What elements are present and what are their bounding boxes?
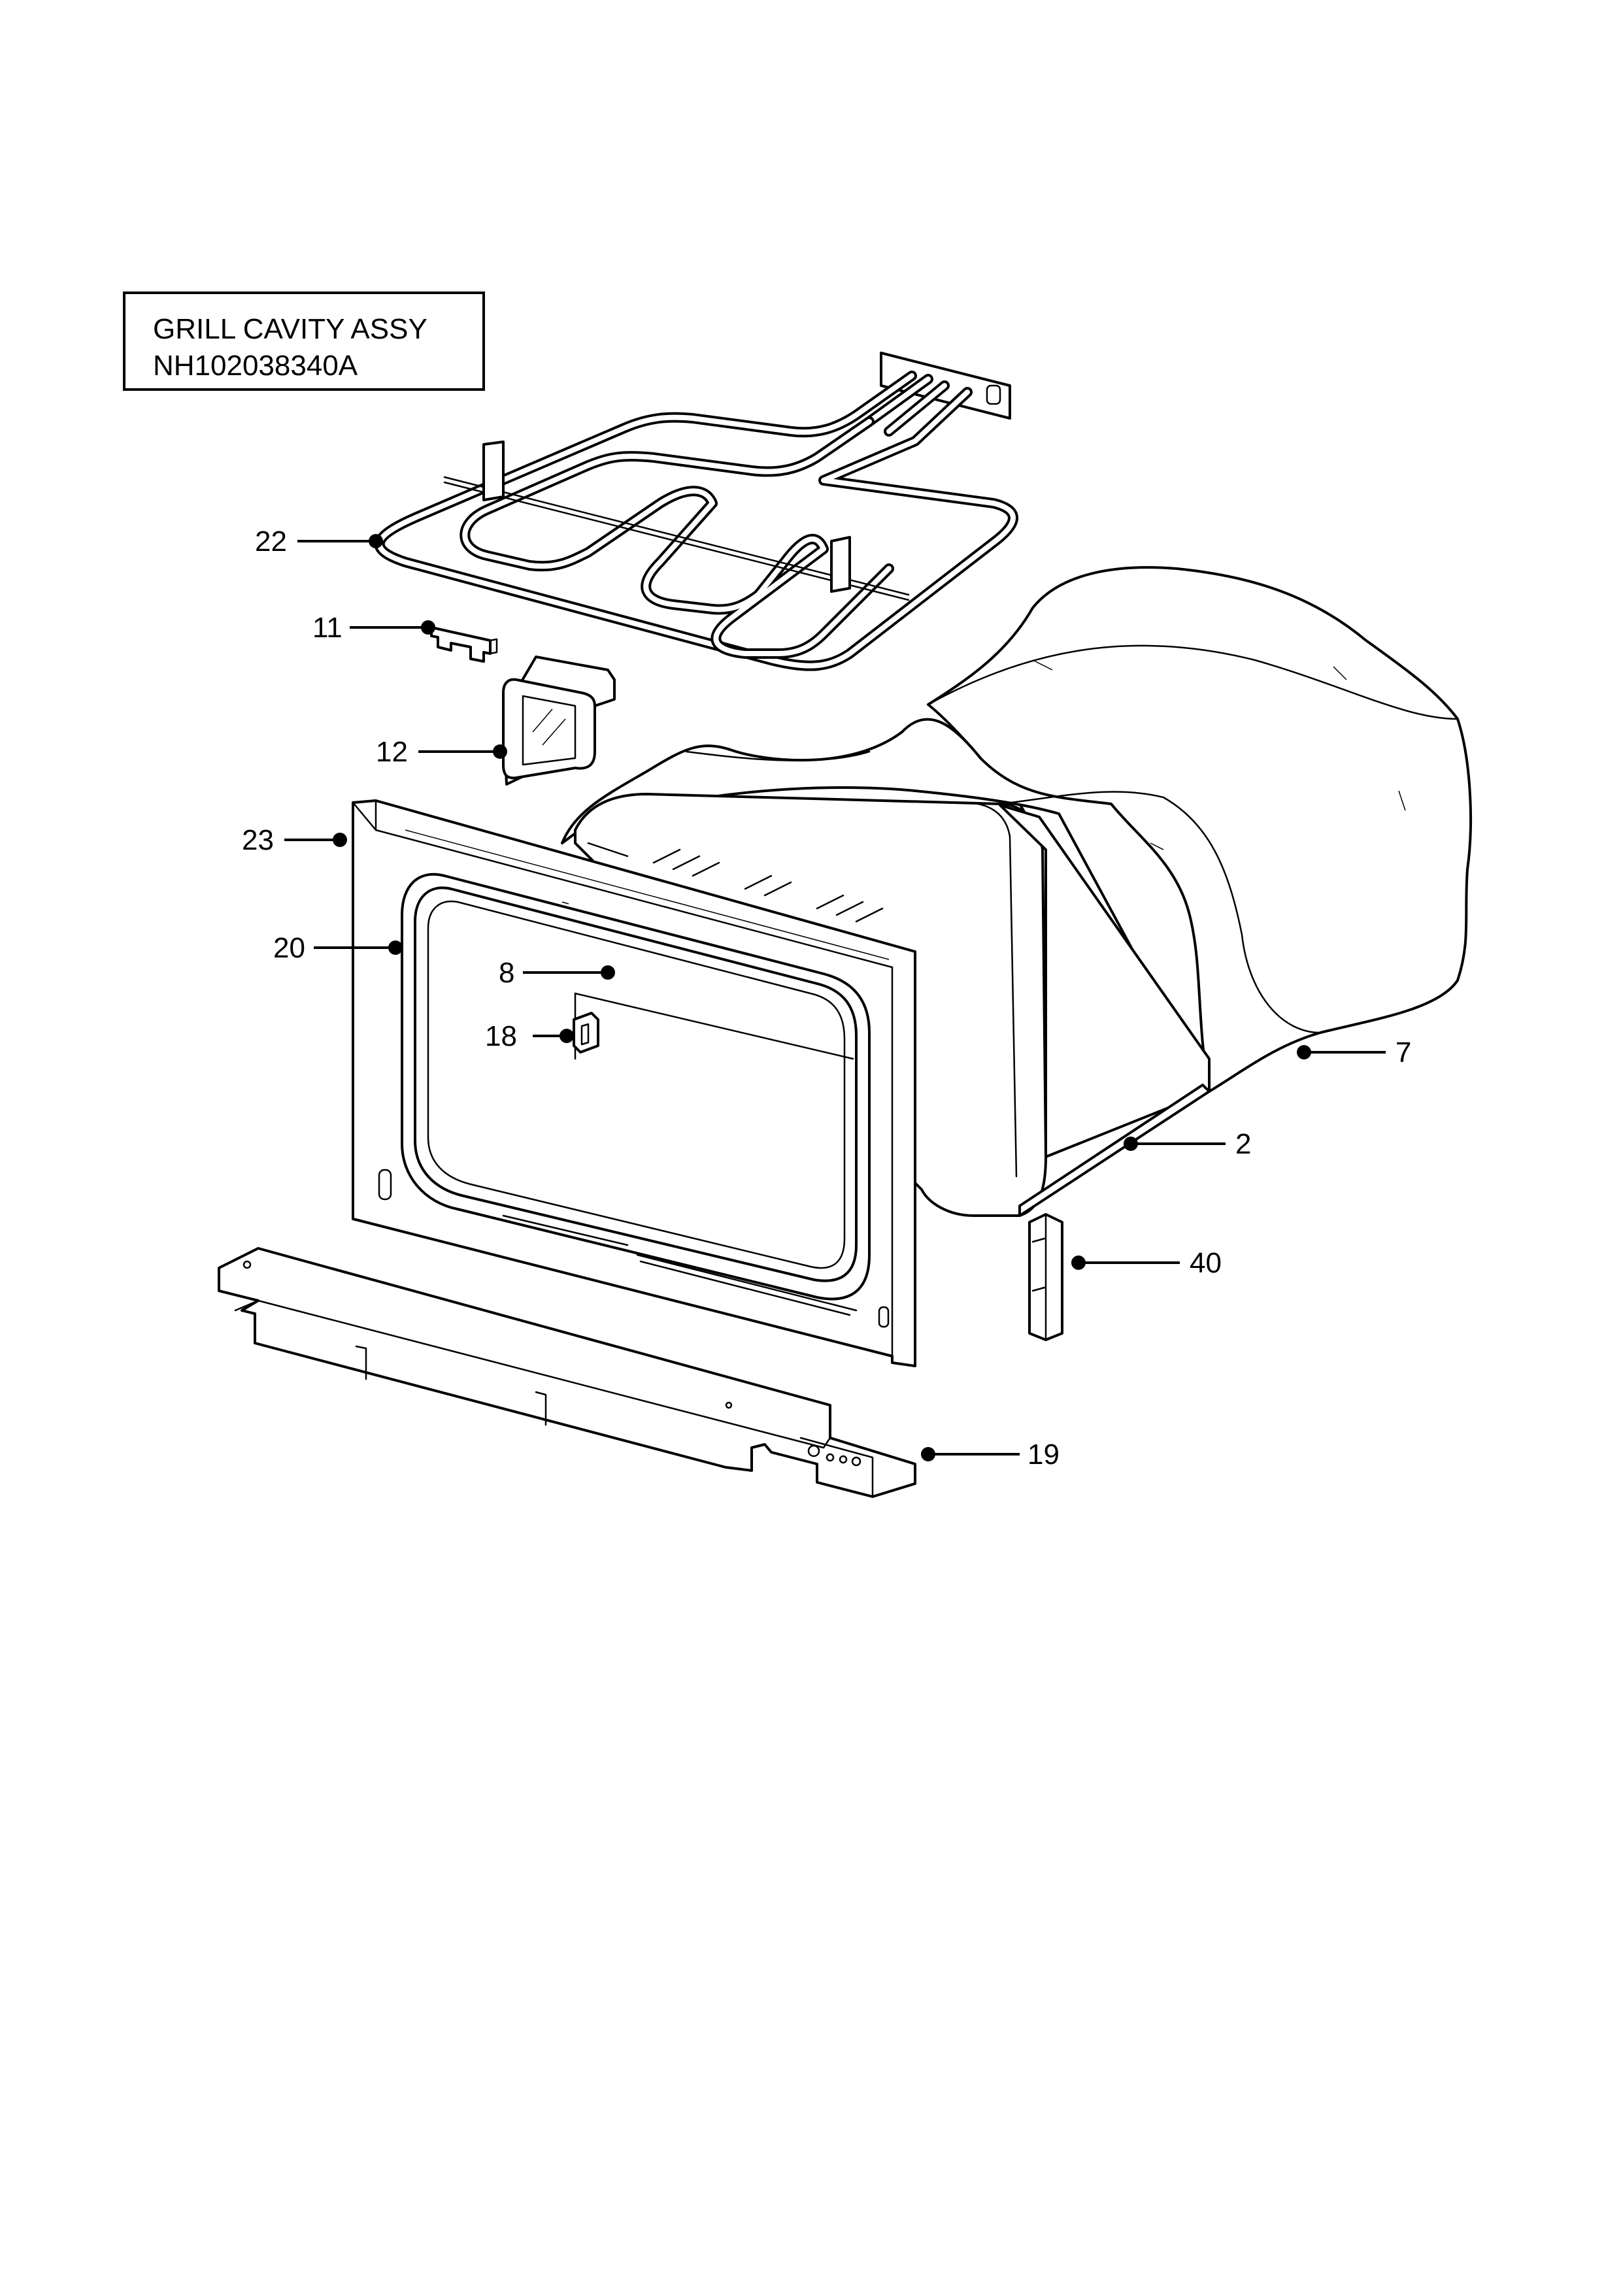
title-box: GRILL CAVITY ASSY NH102038340A [123,291,485,391]
callout-number-23: 23 [242,824,274,856]
callout-number-20: 20 [273,932,305,964]
callout-22: 22 [255,525,383,557]
callout-number-2: 2 [1235,1128,1251,1160]
callout-12: 12 [376,736,507,768]
callout-number-7: 7 [1395,1037,1411,1069]
callout-number-18: 18 [485,1020,517,1052]
callout-number-19: 19 [1028,1439,1060,1471]
part-number: NH102038340A [153,350,358,382]
assembly-name: GRILL CAVITY ASSY [153,313,427,345]
callout-20: 20 [273,932,403,964]
callout-11: 11 [312,612,435,644]
callout-number-8: 8 [499,957,514,989]
grill-element [374,352,1018,671]
callout-2: 2 [1124,1128,1251,1160]
bracket [430,626,498,663]
callout-number-40: 40 [1190,1247,1222,1279]
callout-40: 40 [1071,1247,1222,1279]
lamp-assembly [502,656,616,786]
front-frame [352,799,916,1367]
callout-19: 19 [921,1439,1060,1471]
callout-8: 8 [499,957,615,989]
side-bracket [1028,1213,1063,1341]
clip [573,1012,599,1054]
callout-18: 18 [485,1020,574,1052]
title-frame [123,291,485,391]
bottom-trim [218,1247,916,1498]
callout-number-11: 11 [312,612,343,644]
callout-number-12: 12 [376,736,408,768]
callout-7: 7 [1297,1037,1411,1069]
callout-23: 23 [242,824,347,856]
callout-number-22: 22 [255,525,287,557]
